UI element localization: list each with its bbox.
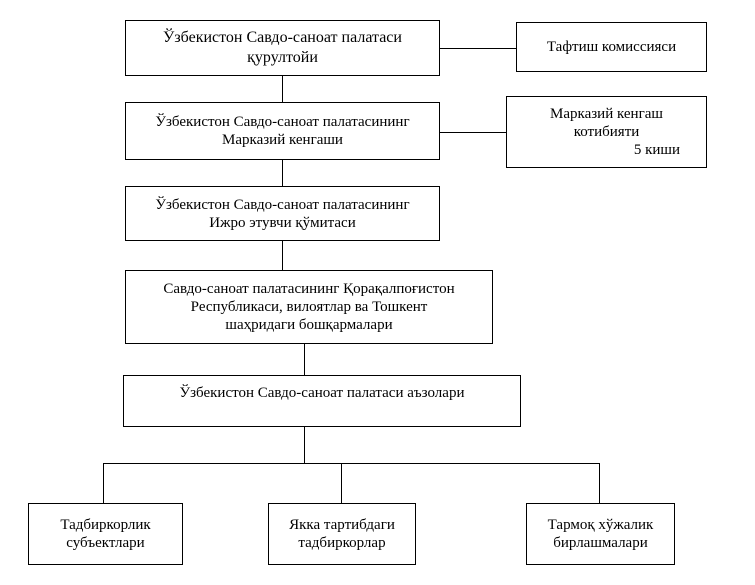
associations-line1: Тармоқ хўжалик <box>547 517 654 533</box>
connector-bottom-bus <box>103 463 600 464</box>
connector-council-executive <box>282 160 283 186</box>
secretariat-headcount: 5 киши <box>633 142 680 158</box>
executive-line1: Ўзбекистон Савдо-саноат палатасининг <box>155 196 410 213</box>
connector-congress-council <box>282 76 283 102</box>
secretariat-box: Марказий кенгаш котибияти 5 киши <box>506 96 707 168</box>
entrepreneurs-line2: субъектлари <box>66 535 145 551</box>
connector-bus-individuals <box>341 463 342 503</box>
connector-members-bus <box>304 427 305 463</box>
regional-line3: шаҳридаги бошқармалари <box>225 317 393 333</box>
connector-bus-associations <box>599 463 600 503</box>
central-council-box: Ўзбекистон Савдо-саноат палатасининг Мар… <box>125 102 440 160</box>
connector-bus-entrepreneurs <box>103 463 104 503</box>
connector-regional-members <box>304 344 305 375</box>
individuals-line1: Якка тартибдаги <box>289 517 395 533</box>
regional-departments-box: Савдо-саноат палатасининг Қорақалпоғисто… <box>125 270 493 344</box>
congress-line1: Ўзбекистон Савдо-саноат палатаси <box>163 29 402 46</box>
audit-commission-box: Тафтиш комиссияси <box>516 22 707 72</box>
secretariat-line2: котибияти <box>573 124 640 140</box>
entrepreneurs-box: Тадбиркорлик субъектлари <box>28 503 183 565</box>
audit-commission-label: Тафтиш комиссияси <box>546 39 677 55</box>
congress-line2: қурултойи <box>247 49 318 66</box>
regional-line1: Савдо-саноат палатасининг Қорақалпоғисто… <box>163 281 455 297</box>
individual-entrepreneurs-box: Якка тартибдаги тадбиркорлар <box>268 503 416 565</box>
executive-line2: Ижро этувчи қўмитаси <box>209 214 356 231</box>
congress-box: Ўзбекистон Савдо-саноат палатаси қурулто… <box>125 20 440 76</box>
central-council-line2: Марказий кенгаши <box>222 132 343 148</box>
individuals-line2: тадбиркорлар <box>298 535 386 551</box>
executive-committee-box: Ўзбекистон Савдо-саноат палатасининг Ижр… <box>125 186 440 241</box>
central-council-line1: Ўзбекистон Савдо-саноат палатасининг <box>155 114 410 130</box>
connector-congress-audit <box>440 48 516 49</box>
secretariat-line1: Марказий кенгаш <box>550 106 663 122</box>
members-label: Ўзбекистон Савдо-саноат палатаси аъзолар… <box>179 385 465 401</box>
entrepreneurs-line1: Тадбиркорлик <box>60 517 151 533</box>
industry-associations-box: Тармоқ хўжалик бирлашмалари <box>526 503 675 565</box>
members-box: Ўзбекистон Савдо-саноат палатаси аъзолар… <box>123 375 521 427</box>
associations-line2: бирлашмалари <box>553 535 648 551</box>
regional-line2: Республикаси, вилоятлар ва Тошкент <box>190 299 428 315</box>
connector-council-secretariat <box>440 132 506 133</box>
connector-executive-regional <box>282 241 283 270</box>
